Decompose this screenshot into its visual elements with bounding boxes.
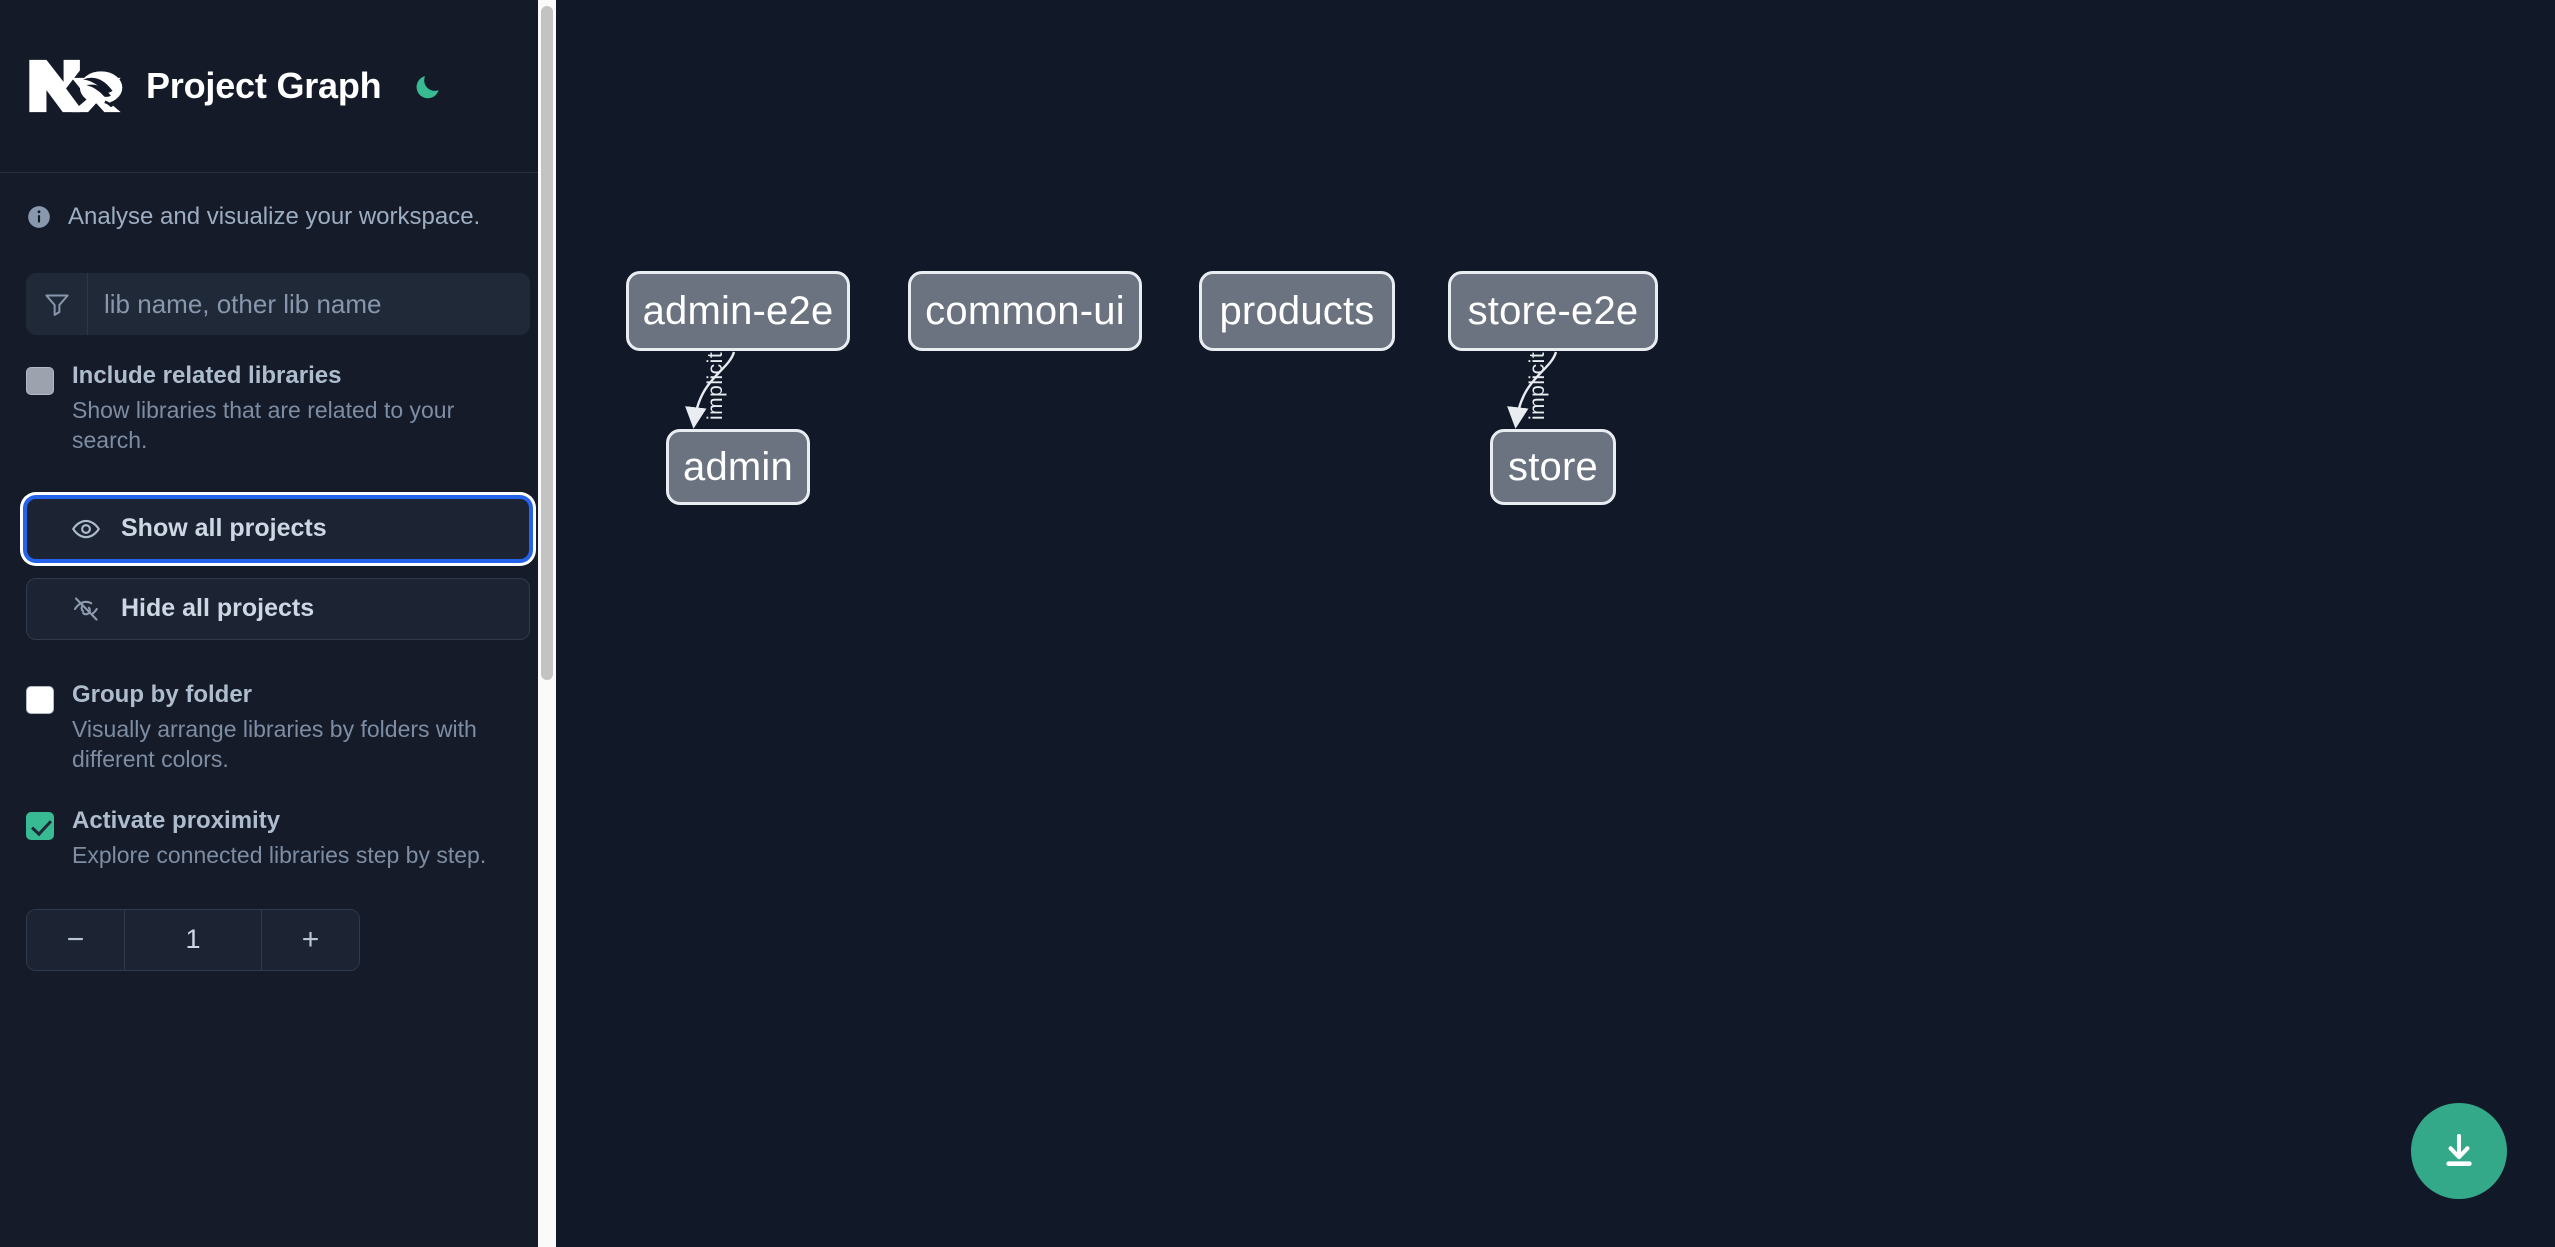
- download-icon: [2446, 1134, 2472, 1166]
- show-all-wrap: Show all projects: [0, 497, 556, 560]
- stepper-value: 1: [125, 909, 261, 970]
- show-all-projects-button[interactable]: Show all projects: [26, 497, 530, 560]
- graph-node-common-ui[interactable]: common-ui: [908, 271, 1142, 351]
- stepper-decrement-button[interactable]: −: [27, 909, 125, 970]
- option-label: Group by folder: [72, 680, 252, 708]
- search-input[interactable]: [88, 273, 530, 335]
- funnel-glyph: [44, 294, 69, 316]
- graph-node-admin[interactable]: admin: [666, 429, 810, 505]
- sidebar-header: Project Graph: [0, 0, 556, 173]
- option-text: Group by folder Visually arrange librari…: [72, 680, 530, 775]
- sidebar-scrollbar-thumb[interactable]: [541, 6, 553, 680]
- graph-node-products[interactable]: products: [1199, 271, 1395, 351]
- checkbox-activate-proximity[interactable]: [26, 812, 54, 841]
- stepper-increment-button[interactable]: +: [261, 909, 359, 970]
- moon-icon[interactable]: [411, 69, 445, 103]
- option-group-by-folder[interactable]: Group by folder Visually arrange librari…: [0, 680, 556, 775]
- option-text: Include related libraries Show libraries…: [72, 361, 530, 456]
- eye-icon: [72, 519, 100, 538]
- option-description: Show libraries that are related to your …: [72, 397, 455, 454]
- checkbox-include-related-libraries[interactable]: [26, 367, 54, 395]
- filter-box: [26, 273, 530, 335]
- moon-glyph: [417, 76, 440, 99]
- quantity-stepper: − 1 +: [26, 908, 360, 971]
- sidebar: Project Graph Analyse and visualize your…: [0, 0, 556, 1247]
- graph-node-store-e2e[interactable]: store-e2e: [1448, 271, 1658, 351]
- funnel-icon: [26, 273, 88, 335]
- option-description: Explore connected libraries step by step…: [72, 842, 487, 869]
- sidebar-content: Project Graph Analyse and visualize your…: [0, 0, 556, 1247]
- sidebar-info-text: Analyse and visualize your workspace.: [68, 202, 481, 230]
- show-all-projects-label: Show all projects: [121, 514, 327, 543]
- option-activate-proximity[interactable]: Activate proximity Explore connected lib…: [0, 806, 556, 870]
- download-graph-button[interactable]: [2411, 1103, 2507, 1199]
- sidebar-scrollbar[interactable]: [538, 0, 556, 1247]
- page-title: Project Graph: [146, 65, 382, 106]
- eye-off-icon: [73, 597, 98, 621]
- filter-row: [0, 273, 556, 335]
- sidebar-info: Analyse and visualize your workspace.: [0, 173, 556, 261]
- graph-edges: [685, 351, 1558, 429]
- hide-all-projects-button[interactable]: Hide all projects: [26, 577, 530, 640]
- option-text: Activate proximity Explore connected lib…: [72, 806, 530, 870]
- graph-canvas[interactable]: implicit implicit admin-e2e common-ui pr…: [556, 0, 2555, 1247]
- graph-node-store[interactable]: store: [1490, 429, 1616, 505]
- checkbox-group-by-folder[interactable]: [26, 685, 54, 714]
- option-label: Include related libraries: [72, 362, 342, 389]
- graph-node-admin-e2e[interactable]: admin-e2e: [626, 271, 850, 351]
- edge-label-admin: implicit: [704, 351, 727, 420]
- option-label: Activate proximity: [72, 807, 281, 835]
- option-include-related-libraries[interactable]: Include related libraries Show libraries…: [0, 361, 556, 456]
- proximity-stepper-wrap: − 1 +: [0, 908, 556, 971]
- hide-all-projects-label: Hide all projects: [121, 594, 315, 623]
- edge-label-store: implicit: [1526, 351, 1549, 420]
- info-circle-icon: [28, 206, 50, 228]
- nx-logo: [29, 59, 123, 113]
- option-description: Visually arrange libraries by folders wi…: [72, 715, 477, 773]
- hide-all-wrap: Hide all projects: [0, 577, 556, 640]
